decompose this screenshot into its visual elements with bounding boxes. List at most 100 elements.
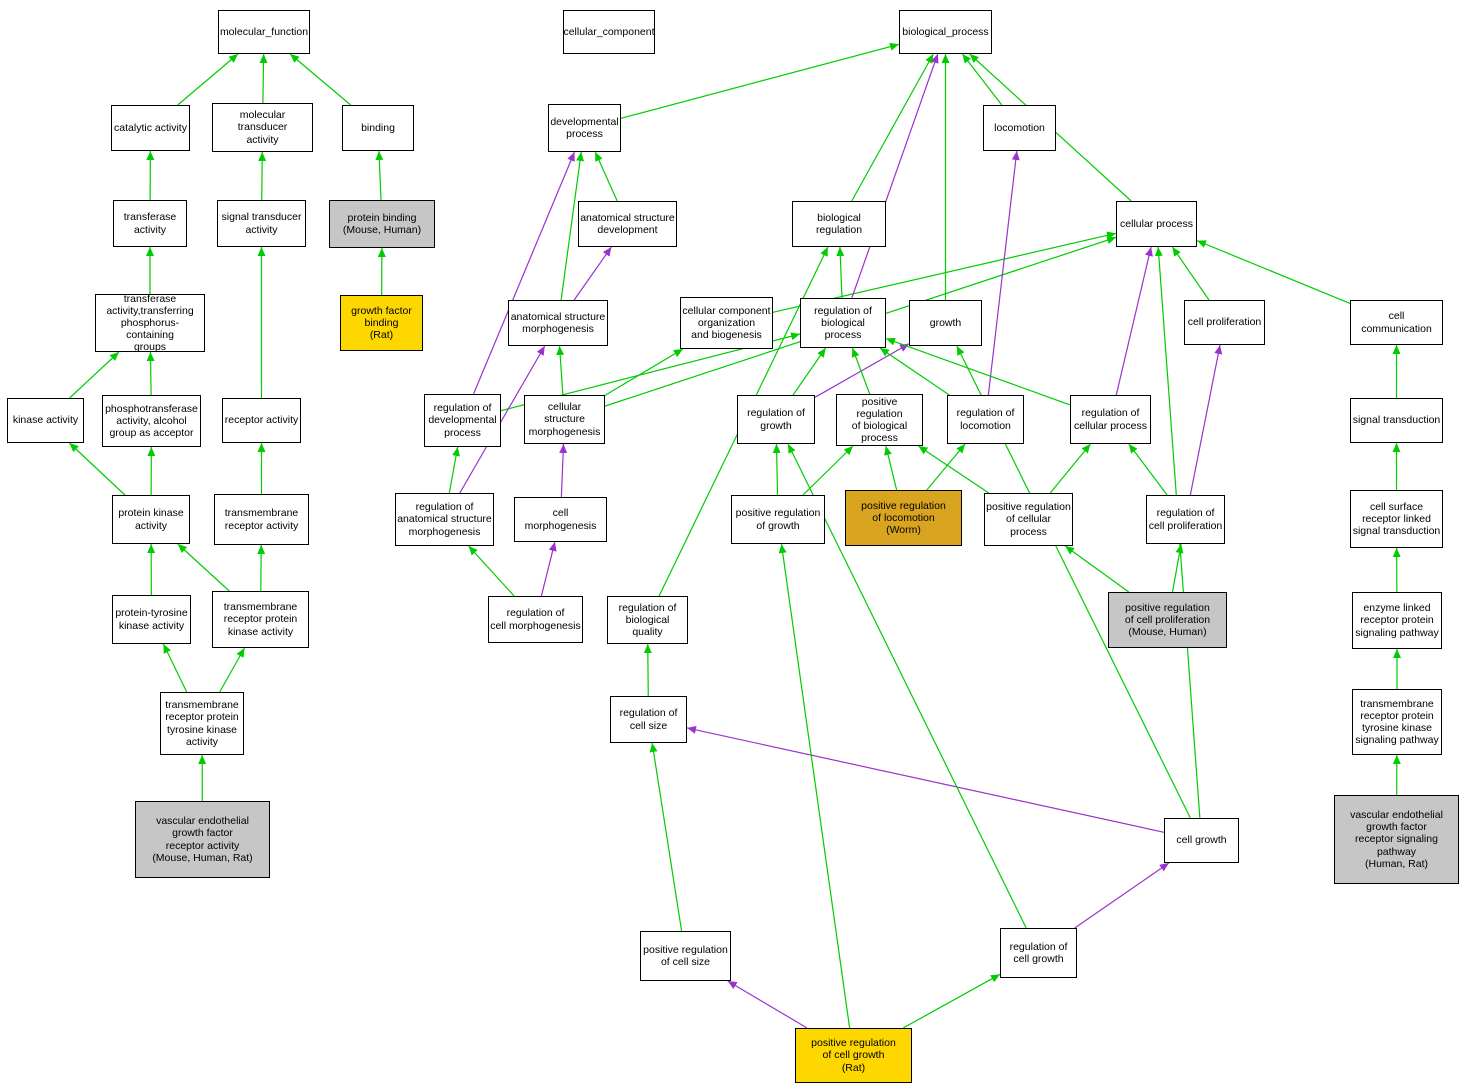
edge-positive-regulation-of-cell-proliferation--regulation-of-cell-proliferation [1171, 543, 1184, 593]
edge-protein-kinase-activity--kinase-activity [69, 442, 126, 496]
edge-kinase-activity--transferase-activity-phosphorus [69, 351, 120, 399]
node-label: transferase activity [123, 211, 177, 236]
node-phosphotransferase-activity[interactable]: phosphotransferase activity, alcohol gro… [102, 395, 201, 447]
node-label: enzyme linked receptor protein signaling… [1355, 602, 1439, 639]
node-label: positive regulation of locomotion (Worm) [861, 499, 946, 537]
node-transferase-activity[interactable]: transferase activity [113, 200, 187, 247]
edge-protein-binding--binding [375, 150, 384, 201]
node-cell-growth[interactable]: cell growth [1164, 818, 1239, 863]
node-anatomical-structure-development[interactable]: anatomical structure development [578, 201, 677, 247]
edge-positive-regulation-of-cellular-process--positive-regulation-of-biological-process [918, 445, 990, 494]
node-signal-transducer-activity[interactable]: signal transducer activity [217, 200, 306, 247]
edge-regulation-of-cell-growth--cell-growth [1074, 862, 1170, 929]
node-signal-transduction[interactable]: signal transduction [1350, 398, 1443, 443]
edge-cell-growth--regulation-of-cell-size [686, 725, 1165, 833]
node-label: transmembrane receptor protein tyrosine … [165, 699, 239, 748]
node-enzyme-linked-receptor-protein-signaling-pathway[interactable]: enzyme linked receptor protein signaling… [1352, 592, 1442, 649]
node-label: cellular_component [563, 25, 655, 38]
node-molecular-transducer-activity[interactable]: molecular transducer activity [212, 103, 313, 152]
node-label: cellular process [1120, 217, 1193, 230]
node-regulation-of-cell-size[interactable]: regulation of cell size [610, 696, 687, 743]
node-vegfr-activity[interactable]: vascular endothelial growth factor recep… [135, 801, 270, 878]
node-cellular-process[interactable]: cellular process [1116, 201, 1197, 247]
node-developmental-process[interactable]: developmental process [548, 104, 621, 152]
node-regulation-of-biological-quality[interactable]: regulation of biological quality [607, 596, 688, 644]
node-locomotion[interactable]: locomotion [983, 105, 1056, 151]
node-label: transferase activity,transferring phosph… [106, 292, 194, 354]
node-protein-binding[interactable]: protein binding (Mouse, Human) [329, 200, 435, 248]
edge-cell-proliferation--cellular-process [1171, 246, 1210, 301]
edge-regulation-of-developmental-process--developmental-process [472, 151, 576, 395]
node-label: regulation of cellular process [1074, 407, 1147, 432]
node-anatomical-structure-morphogenesis[interactable]: anatomical structure morphogenesis [508, 300, 608, 346]
node-regulation-of-cell-proliferation[interactable]: regulation of cell proliferation [1146, 495, 1225, 544]
node-biological-process[interactable]: biological_process [899, 10, 992, 54]
edge-anatomical-structure-morphogenesis--developmental-process [560, 151, 584, 301]
node-label: growth [929, 316, 962, 329]
node-label: signal transduction [1352, 414, 1441, 427]
node-positive-regulation-of-cell-growth[interactable]: positive regulation of cell growth (Rat) [795, 1028, 912, 1083]
edge-regulation-of-growth--growth [814, 343, 910, 398]
node-protein-kinase-activity[interactable]: protein kinase activity [112, 495, 190, 544]
edge-positive-regulation-of-cell-proliferation--positive-regulation-of-cellular-process [1064, 545, 1130, 593]
edge-catalytic-activity--molecular-function [177, 53, 239, 106]
node-regulation-of-locomotion[interactable]: regulation of locomotion [947, 395, 1024, 444]
node-vegfr-signaling-pathway[interactable]: vascular endothelial growth factor recep… [1334, 795, 1459, 884]
node-trptk-activity[interactable]: transmembrane receptor protein tyrosine … [160, 692, 244, 755]
node-growth-factor-binding[interactable]: growth factor binding (Rat) [340, 295, 423, 351]
node-label: protein kinase activity [118, 507, 184, 532]
edge-regulation-of-biological-process--biological-process [851, 53, 939, 299]
edge-positive-regulation-of-locomotion--regulation-of-locomotion [926, 443, 966, 491]
node-label: protein binding (Mouse, Human) [342, 211, 422, 236]
node-cell-communication[interactable]: cell communication [1350, 300, 1443, 345]
node-binding[interactable]: binding [342, 105, 414, 151]
node-cell-proliferation[interactable]: cell proliferation [1184, 300, 1265, 345]
node-label: anatomical structure development [580, 211, 675, 236]
node-positive-regulation-of-cellular-process[interactable]: positive regulation of cellular process [984, 493, 1073, 546]
edge-developmental-process--biological-process [620, 42, 900, 119]
edge-cell-morphogenesis--cellular-structure-morphogenesis [559, 443, 568, 498]
edge-positive-regulation-of-cellular-process--regulation-of-cellular-process [1049, 443, 1091, 494]
node-label: phosphotransferase activity, alcohol gro… [105, 402, 198, 440]
node-molecular-function[interactable]: molecular_function [218, 10, 310, 54]
node-receptor-activity[interactable]: receptor activity [222, 398, 301, 443]
node-transmembrane-receptor-activity[interactable]: transmembrane receptor activity [214, 494, 309, 545]
node-positive-regulation-of-biological-process[interactable]: positive regulation of biological proces… [836, 394, 923, 446]
node-transmembrane-receptor-protein-kinase-activity[interactable]: transmembrane receptor protein kinase ac… [212, 591, 309, 648]
node-cellular-component[interactable]: cellular_component [563, 10, 655, 54]
node-catalytic-activity[interactable]: catalytic activity [111, 105, 190, 151]
node-label: transmembrane receptor activity [224, 507, 299, 532]
node-label: regulation of cell growth [1009, 940, 1068, 965]
node-regulation-of-biological-process[interactable]: regulation of biological process [800, 298, 886, 348]
node-cellular-component-organization[interactable]: cellular component organization and biog… [680, 297, 773, 349]
node-regulation-of-growth[interactable]: regulation of growth [737, 395, 815, 444]
node-regulation-of-developmental-process[interactable]: regulation of developmental process [424, 394, 501, 447]
node-label: regulation of cell proliferation [1148, 507, 1223, 532]
node-label: receptor activity [224, 414, 299, 427]
node-positive-regulation-of-locomotion[interactable]: positive regulation of locomotion (Worm) [845, 490, 962, 546]
node-regulation-of-cell-morphogenesis[interactable]: regulation of cell morphogenesis [488, 596, 583, 643]
node-cell-surface-receptor-linked-signal-transduction[interactable]: cell surface receptor linked signal tran… [1350, 490, 1443, 548]
node-trptk-signaling-pathway[interactable]: transmembrane receptor protein tyrosine … [1352, 689, 1442, 755]
edge-positive-regulation-of-cell-size--regulation-of-cell-size [649, 742, 683, 932]
node-positive-regulation-of-cell-size[interactable]: positive regulation of cell size [640, 931, 731, 981]
node-protein-tyrosine-kinase-activity[interactable]: protein-tyrosine kinase activity [112, 595, 191, 644]
node-label: cell proliferation [1187, 316, 1262, 329]
node-regulation-of-anatomical-structure-morphogenesis[interactable]: regulation of anatomical structure morph… [395, 493, 494, 546]
node-transferase-activity-phosphorus[interactable]: transferase activity,transferring phosph… [95, 292, 205, 354]
edge-regulation-of-cell-morphogenesis--regulation-of-anatomical-structure-morphogenesis [468, 545, 515, 597]
node-regulation-of-cellular-process[interactable]: regulation of cellular process [1070, 395, 1151, 444]
node-regulation-of-cell-growth[interactable]: regulation of cell growth [1000, 928, 1077, 978]
edge-regulation-of-cellular-process--cellular-process [1115, 246, 1153, 396]
node-positive-regulation-of-growth[interactable]: positive regulation of growth [731, 495, 825, 544]
node-kinase-activity[interactable]: kinase activity [7, 398, 84, 443]
edge-positive-regulation-of-growth--positive-regulation-of-biological-process [802, 445, 854, 496]
node-positive-regulation-of-cell-proliferation[interactable]: positive regulation of cell proliferatio… [1108, 592, 1227, 648]
node-biological-regulation[interactable]: biological regulation [792, 201, 886, 247]
edge-positive-regulation-of-cell-growth--positive-regulation-of-cell-size [727, 980, 808, 1029]
node-cell-morphogenesis[interactable]: cell morphogenesis [514, 497, 607, 542]
node-cellular-structure-morphogenesis[interactable]: cellular structure morphogenesis [524, 395, 605, 444]
node-label: regulation of biological quality [618, 601, 677, 639]
node-label: positive regulation of biological proces… [851, 395, 908, 445]
node-growth[interactable]: growth [909, 300, 982, 346]
